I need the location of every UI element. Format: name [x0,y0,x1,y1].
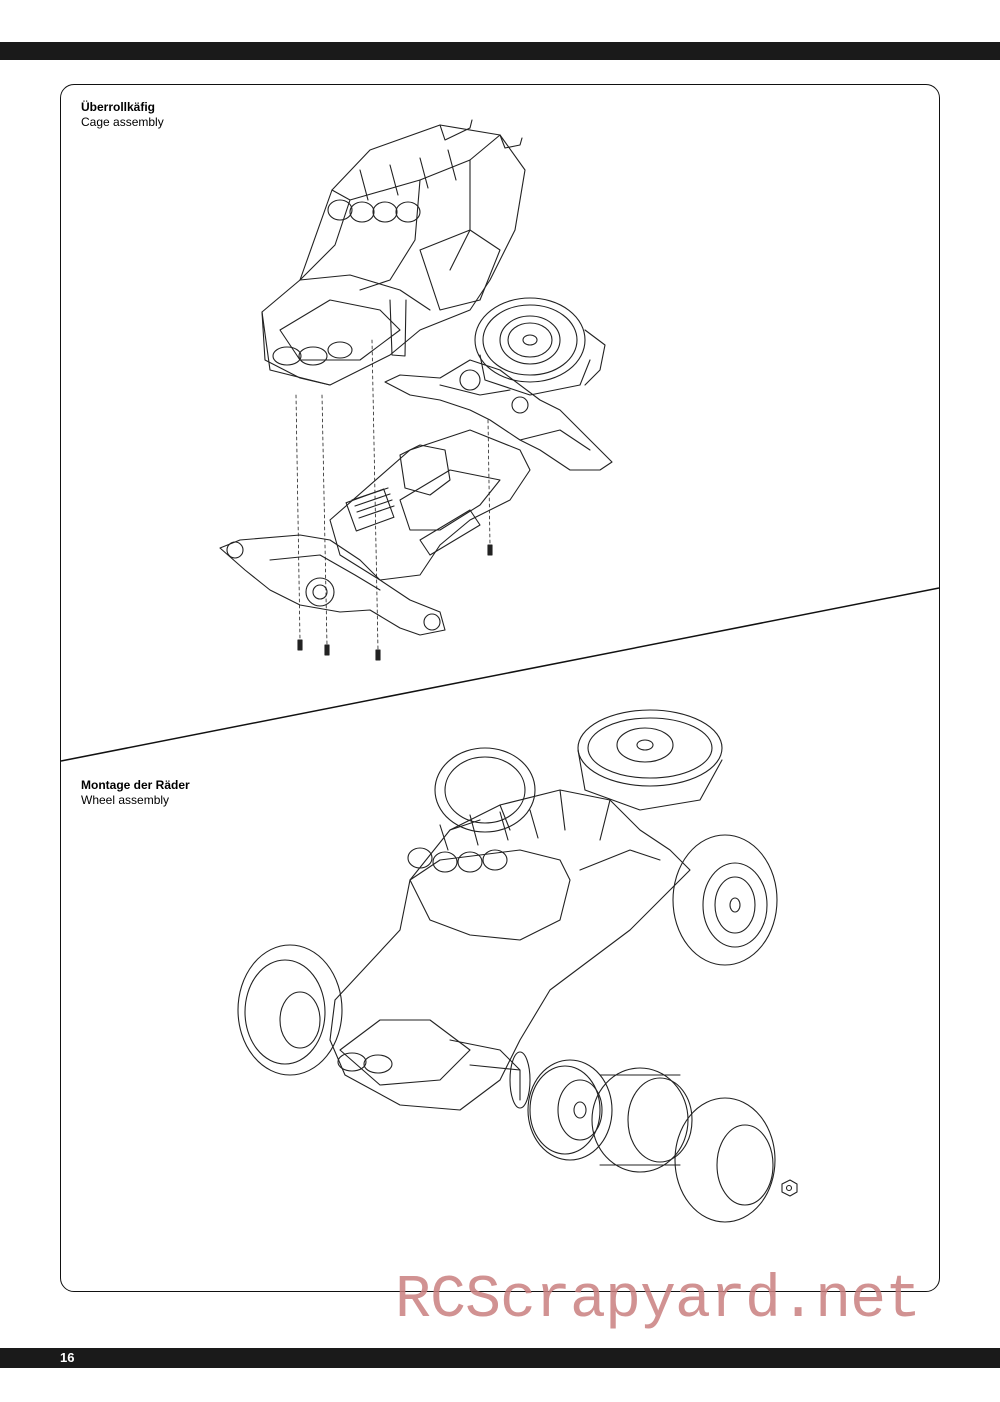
wheel-title-german: Montage der Räder [81,778,190,792]
footer-bar [0,1348,1000,1368]
front-suspension-illustration [219,534,446,636]
buggy-body [329,789,691,1111]
screws-illustration [297,544,493,661]
chassis-illustration [329,429,531,581]
cage-assembly-heading: Überrollkäfig Cage assembly [81,100,164,130]
cage-title-german: Überrollkäfig [81,100,156,114]
rear-right-wheel [672,834,778,966]
wheel-assembly-heading: Montage der Räder Wheel assembly [81,778,190,808]
tire-exploded [674,1097,776,1223]
screw-guides [295,339,491,651]
wheel-title-english: Wheel assembly [81,793,170,807]
watermark-text: RCScrapyard.net [395,1267,921,1335]
rear-left-wheel [434,747,536,833]
content-frame [60,84,940,1292]
page-number: 16 [60,1350,75,1365]
spare-tire-illustration [474,297,606,396]
front-left-wheel [237,944,343,1076]
wheel-nut [781,1179,798,1197]
rear-suspension-illustration [384,359,613,471]
front-hub-and-axle [469,1051,531,1109]
wheel-rim-exploded [527,1059,613,1161]
roll-cage-illustration [261,119,526,386]
tire-insert-exploded [591,1067,693,1173]
cage-title-english: Cage assembly [81,115,164,129]
header-bar [0,42,1000,60]
spare-tire-mounted [577,709,723,811]
